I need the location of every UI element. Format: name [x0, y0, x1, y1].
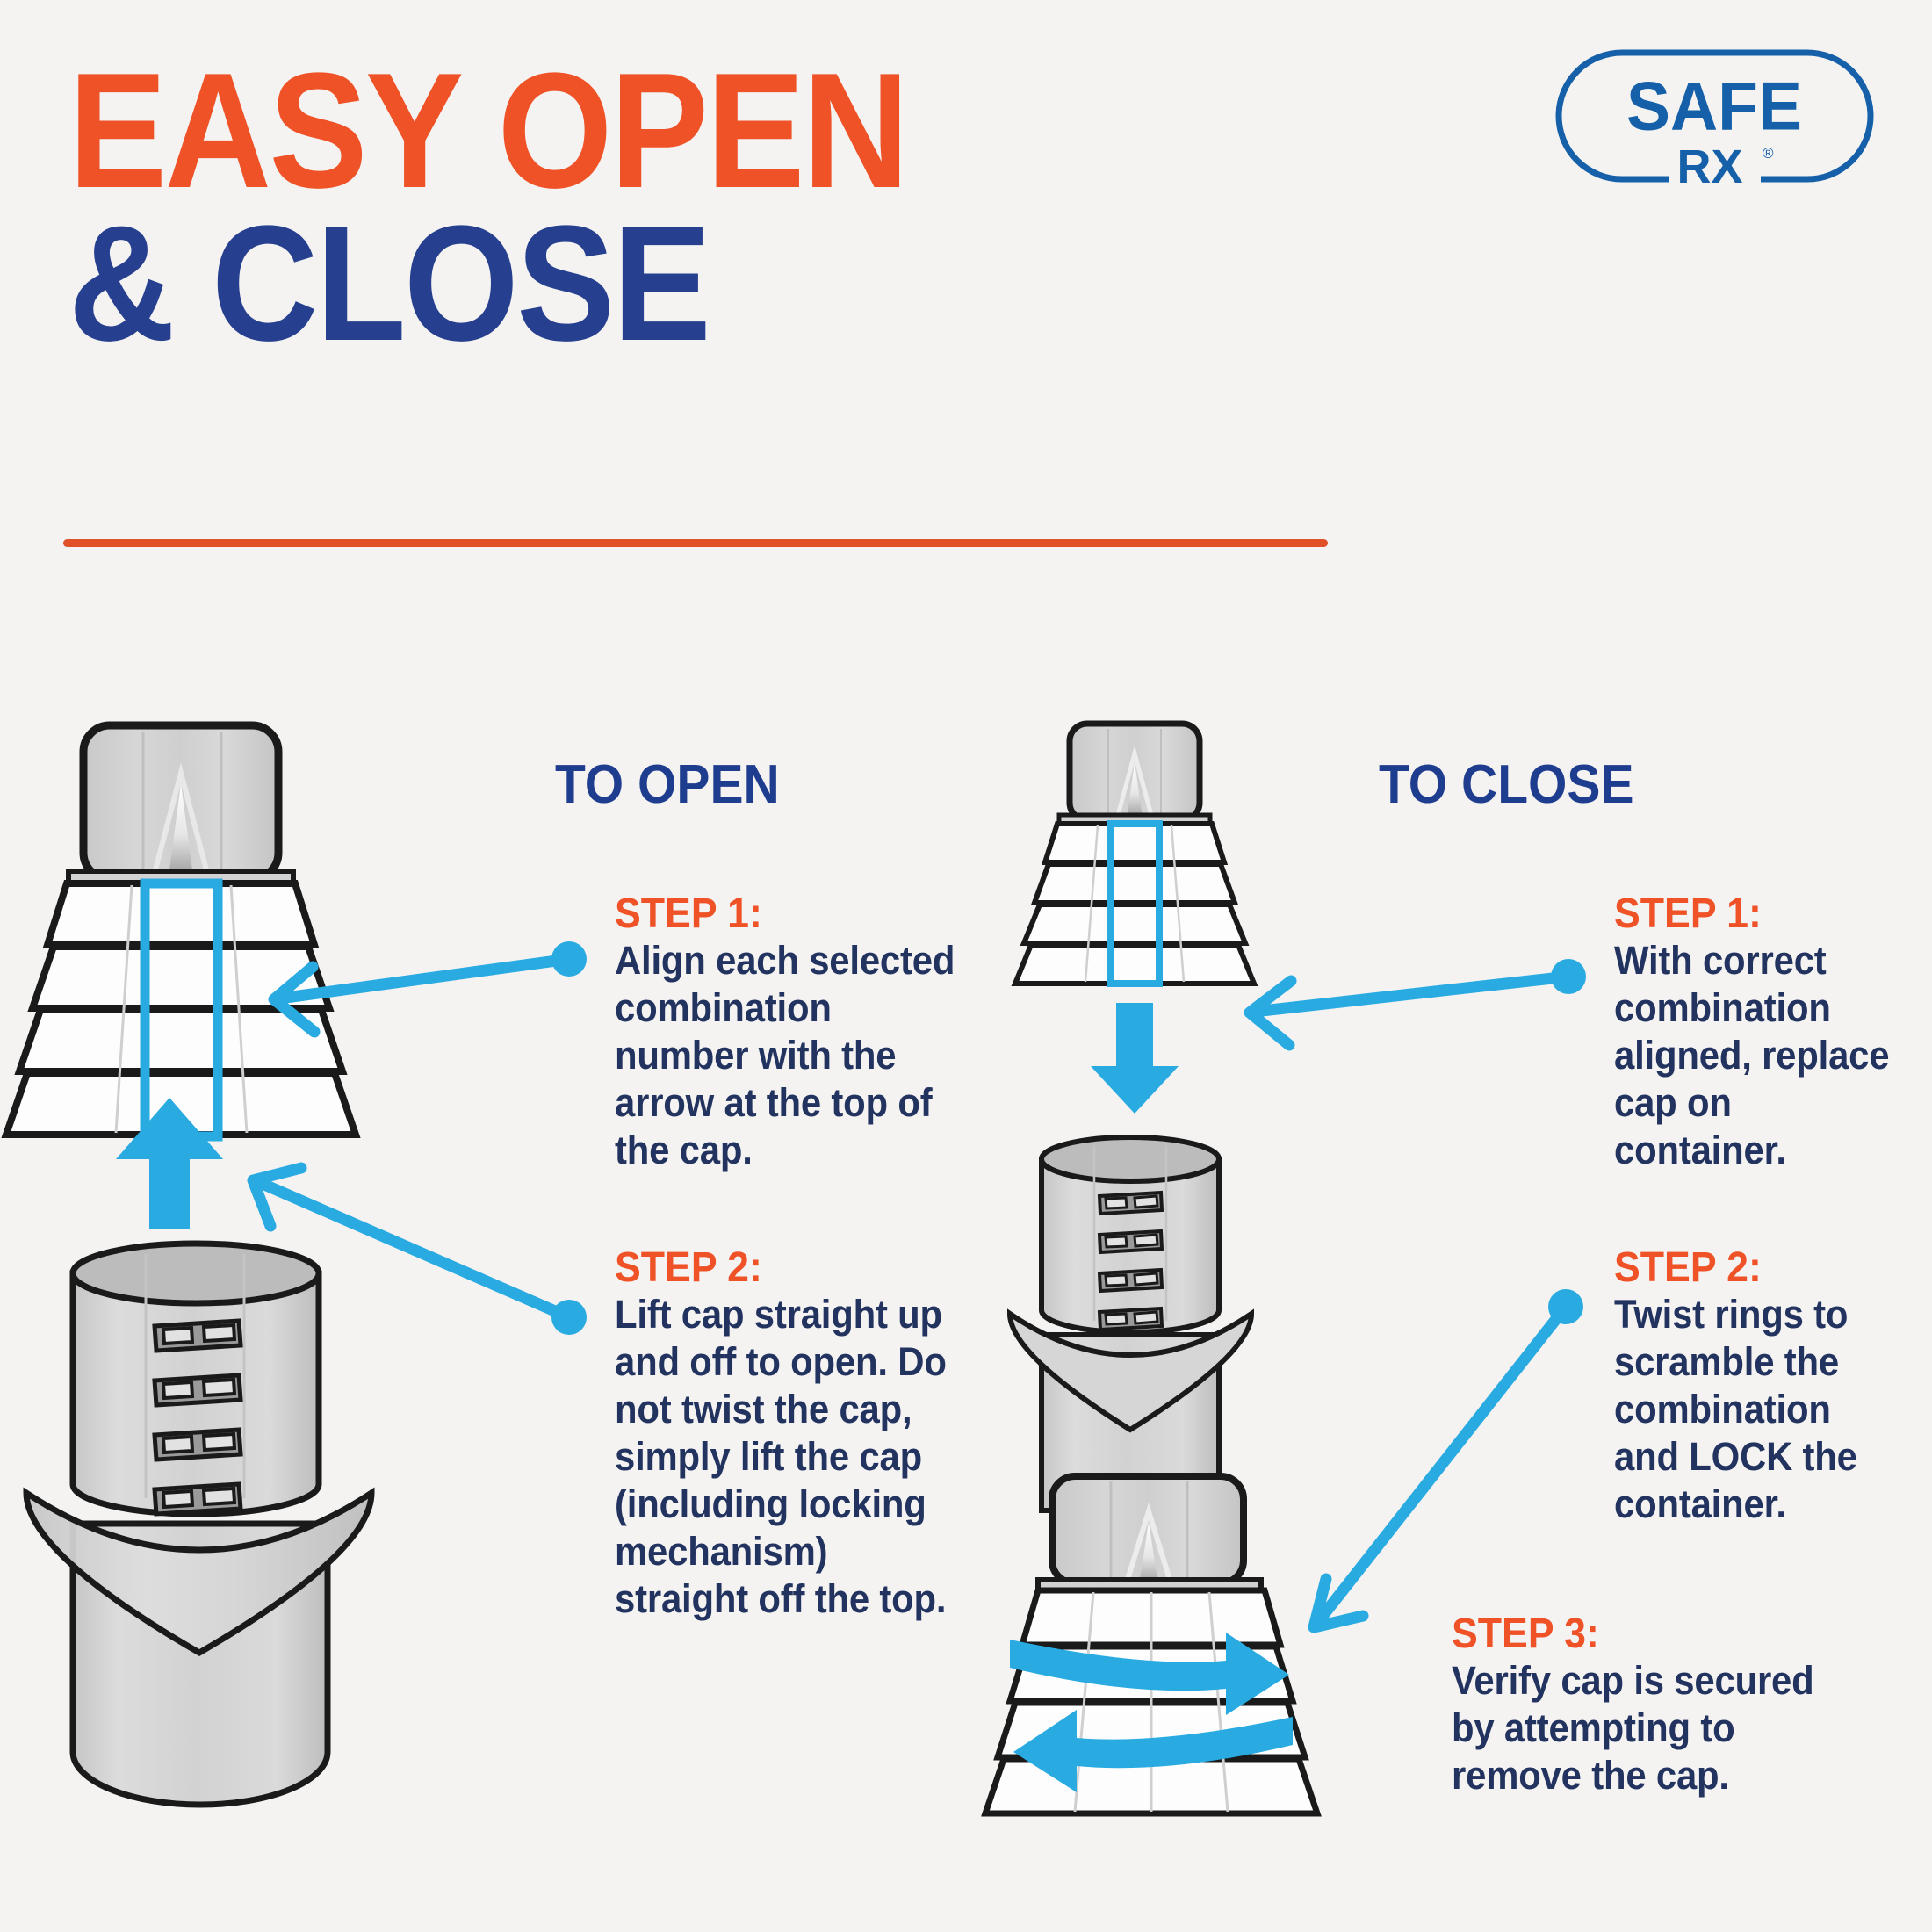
twist-arrow-right-icon: [1010, 1633, 1289, 1715]
pointer-open-step-1: [268, 941, 587, 1038]
title-line-easy-open: EASY OPEN: [68, 39, 909, 222]
close-step-2-body: Twist rings to scramble the combination …: [1614, 1291, 1857, 1526]
cap-small-ring-2: [1030, 861, 1239, 905]
bottle-large-illustration: [23, 1240, 375, 1808]
open-step-1: STEP 1: Align each selected combination …: [615, 891, 992, 1174]
section-heading-to-close: TO CLOSE: [1379, 754, 1634, 815]
close-step-2-label: STEP 2:: [1614, 1244, 1762, 1291]
open-step-2-body: Lift cap straight up and off to open. Do…: [615, 1291, 947, 1621]
bottle-small-collar-edge: [1008, 1312, 1253, 1357]
bottle-latch-1: [152, 1318, 243, 1353]
open-step-2: STEP 2: Lift cap straight up and off to …: [615, 1245, 984, 1623]
cap-small-ring-4: [1011, 942, 1258, 986]
cap-small-ring-stack: [1011, 821, 1258, 986]
logo-safe-text: SAFE: [1626, 68, 1802, 145]
logo-pill-outline: [1555, 49, 1874, 183]
open-step-2-label: STEP 2:: [615, 1244, 762, 1291]
page-title: EASY OPEN & CLOSE: [68, 39, 1000, 375]
cap-twist-ring-divider-lines: [1073, 1591, 1229, 1813]
pointer-open-step-2: [247, 1162, 587, 1335]
close-step-1-label: STEP 1:: [1614, 890, 1762, 937]
bottle-latch-stack: [152, 1318, 243, 1517]
open-step-1-body: Align each selected combination number w…: [615, 937, 955, 1172]
cap-ring-stack: [1, 880, 361, 1138]
cap-small-illustration: [1011, 720, 1258, 987]
bottle-latch-3: [152, 1427, 243, 1462]
replace-cap-down-arrow-icon: [1091, 1003, 1179, 1114]
cap-alignment-arrow-icon: [169, 783, 193, 876]
bottle-small-latch-3: [1097, 1267, 1164, 1294]
cap-twist-illustration: [981, 1473, 1322, 1817]
logo-rx-text: RX: [1676, 141, 1742, 193]
cap-twist-alignment-arrow-icon: [1139, 1522, 1158, 1585]
bottle-neck-top: [69, 1240, 322, 1307]
lift-up-arrow-icon: [116, 1098, 223, 1229]
bottle-collar-edge: [25, 1490, 373, 1553]
bottle-latch-4: [152, 1481, 243, 1517]
cap-small-ring-3: [1020, 902, 1250, 946]
logo-rx-notch: [1669, 169, 1761, 188]
bottle-small-latch-1: [1097, 1190, 1164, 1216]
bottle-small-latch-4: [1097, 1306, 1164, 1332]
cap-ring-2: [27, 943, 335, 1012]
bottle-small-latch-2: [1097, 1229, 1164, 1255]
header-divider-rule: [63, 539, 1328, 547]
cap-large-illustration: [1, 721, 361, 1142]
bottle-latch-2: [152, 1373, 243, 1408]
close-step-3: STEP 3: Verify cap is secured by attempt…: [1452, 1611, 1847, 1799]
bottle-small-latch-stack: [1097, 1190, 1164, 1332]
cap-small-ring-divider-lines: [1084, 825, 1186, 983]
twist-arrow-left-icon: [1013, 1710, 1293, 1792]
close-step-1: STEP 1: With correct combination aligned…: [1614, 891, 1930, 1174]
open-step-1-label: STEP 1:: [615, 890, 762, 937]
title-line-and-close: & CLOSE: [68, 191, 711, 375]
cap-small-alignment-arrow-icon: [1127, 762, 1143, 818]
bottle-small-neck-top: [1039, 1135, 1222, 1184]
open-illustration: [1, 720, 474, 1827]
safe-rx-logo: SAFE RX ®: [1555, 46, 1874, 193]
pointer-close-step-2: [1308, 1289, 1583, 1633]
cap-small-alignment-highlight-box: [1107, 820, 1163, 987]
cap-ring-3: [14, 1006, 348, 1075]
cap-ring-4: [1, 1070, 361, 1138]
close-illustration-twist-rings: [981, 1453, 1414, 1840]
logo-registered-mark: ®: [1763, 145, 1774, 162]
pointer-close-step-1: [1244, 959, 1586, 1051]
close-step-3-label: STEP 3:: [1452, 1611, 1599, 1657]
close-step-3-body: Verify cap is secured by attempting to r…: [1452, 1657, 1814, 1798]
close-step-2: STEP 2: Twist rings to scramble the comb…: [1614, 1245, 1904, 1528]
close-step-1-body: With correct combination aligned, replac…: [1614, 937, 1890, 1172]
cap-ring-divider-lines: [114, 884, 249, 1134]
section-heading-to-open: TO OPEN: [555, 754, 780, 815]
